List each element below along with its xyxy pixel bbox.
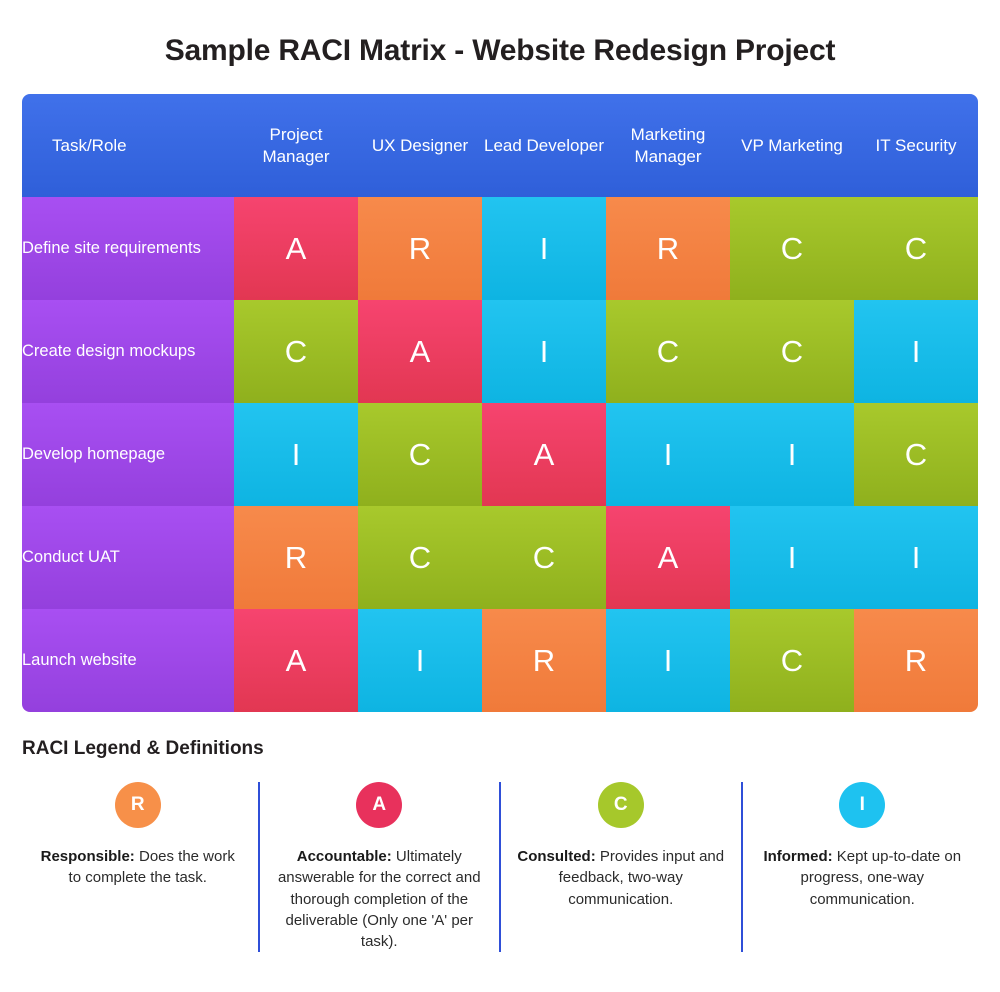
raci-cell[interactable]: I — [482, 197, 606, 300]
legend-definition-text: Ultimately answerable for the correct an… — [277, 848, 481, 951]
legend-term: Accountable: — [296, 848, 392, 865]
legend-term: Responsible: — [40, 848, 135, 865]
legend-badge-a-icon: A — [356, 782, 403, 828]
column-header-marketing-manager: Marketing Manager — [606, 94, 730, 197]
raci-cell[interactable]: I — [730, 403, 854, 506]
raci-cell[interactable]: A — [482, 403, 606, 506]
legend-term: Informed: — [763, 848, 833, 865]
raci-cell[interactable]: R — [854, 609, 978, 712]
legend-badge-r-icon: R — [114, 782, 161, 828]
raci-cell[interactable]: C — [482, 506, 606, 609]
legend-definition-text: Provides input and feedback, two-way com… — [558, 848, 725, 908]
raci-cell[interactable]: C — [358, 403, 482, 506]
raci-cell[interactable]: A — [606, 506, 730, 609]
task-label: Create design mockups — [22, 300, 234, 403]
raci-cell[interactable]: C — [234, 300, 358, 403]
column-header-project-manager: Project Manager — [234, 94, 358, 197]
task-label: Develop homepage — [22, 403, 234, 506]
column-header-ux-designer: UX Designer — [358, 94, 482, 197]
legend-description: Informed: Kept up-to-date on progress, o… — [762, 846, 962, 910]
raci-cell[interactable]: A — [234, 197, 358, 300]
raci-cell[interactable]: C — [730, 300, 854, 403]
legend-description: Accountable: Ultimately answerable for t… — [270, 846, 490, 952]
legend-badge-i-icon: I — [839, 782, 886, 828]
column-header-vp-marketing: VP Marketing — [730, 94, 854, 197]
legend-row: R Responsible: Does the work to complete … — [18, 782, 983, 953]
legend-badge-c-icon: C — [597, 782, 644, 828]
legend-item-r: R Responsible: Does the work to complete … — [18, 782, 258, 952]
task-label: Conduct UAT — [22, 506, 234, 609]
legend-item-a: A Accountable: Ultimately answerable for … — [257, 782, 500, 953]
raci-cell[interactable]: A — [234, 609, 358, 712]
column-header-lead-developer: Lead Developer — [482, 94, 606, 197]
raci-cell[interactable]: R — [358, 197, 482, 300]
raci-cell[interactable]: R — [234, 506, 358, 609]
column-header-task-role: Task/Role — [22, 94, 234, 197]
legend-description: Consulted: Provides input and feedback, … — [516, 846, 726, 910]
raci-cell[interactable]: I — [482, 300, 606, 403]
raci-cell[interactable]: I — [358, 609, 482, 712]
raci-cell[interactable]: R — [482, 609, 606, 712]
task-label: Launch website — [22, 609, 234, 712]
raci-cell[interactable]: I — [606, 403, 730, 506]
raci-cell[interactable]: C — [606, 300, 730, 403]
matrix-header-row: Task/Role Project Manager UX Designer Le… — [22, 94, 978, 197]
column-header-it-security: IT Security — [854, 94, 978, 197]
legend-item-c: C Consulted: Provides input and feedback,… — [499, 782, 741, 953]
legend-definition-text: Kept up-to-date on progress, one-way com… — [800, 848, 962, 908]
legend-item-i: I Informed: Kept up-to-date on progress, … — [740, 782, 983, 953]
raci-cell[interactable]: I — [606, 609, 730, 712]
raci-matrix-table: Task/Role Project Manager UX Designer Le… — [22, 94, 978, 712]
task-label: Define site requirements — [22, 197, 234, 300]
raci-cell[interactable]: I — [854, 300, 978, 403]
raci-cell[interactable]: A — [358, 300, 482, 403]
raci-cell[interactable]: C — [854, 197, 978, 300]
raci-cell[interactable]: C — [854, 403, 978, 506]
raci-cell[interactable]: R — [606, 197, 730, 300]
raci-cell[interactable]: I — [234, 403, 358, 506]
raci-cell[interactable]: I — [730, 506, 854, 609]
legend-definition-text: Does the work to complete the task. — [68, 848, 235, 887]
legend-term: Consulted: — [517, 848, 596, 865]
raci-cell[interactable]: C — [358, 506, 482, 609]
raci-cell[interactable]: C — [730, 197, 854, 300]
page-title: Sample RACI Matrix - Website Redesign Pr… — [164, 34, 836, 67]
raci-cell[interactable]: I — [854, 506, 978, 609]
raci-cell[interactable]: C — [730, 609, 854, 712]
legend-description: Responsible: Does the work to complete t… — [38, 846, 238, 889]
legend-heading: RACI Legend & Definitions — [22, 738, 264, 759]
